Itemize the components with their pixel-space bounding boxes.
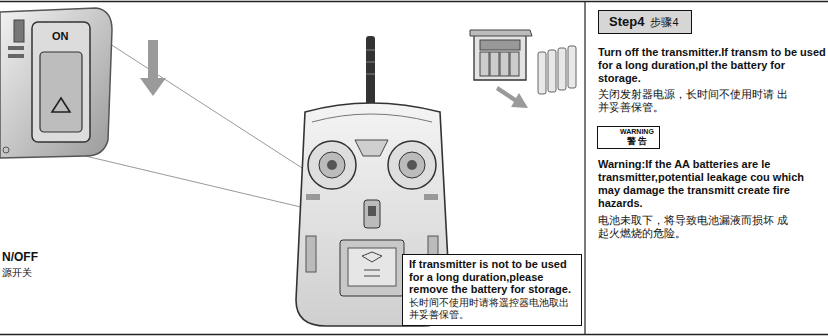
step-header: Step4 步骤4 xyxy=(598,10,692,34)
frame-line xyxy=(0,1,828,3)
node-text: If transmitter is not to be used for a l… xyxy=(409,258,575,296)
step-text-cn: 关闭发射器电源，长时间不使用时请 出并妥善保管。 xyxy=(598,88,798,114)
switch-closeup xyxy=(0,8,112,158)
warning-text: Warning:If the AA batteries are le trans… xyxy=(598,158,826,210)
aa-batteries xyxy=(538,46,576,94)
battery-compartment xyxy=(470,30,532,80)
switch-caption: N/OFF xyxy=(2,250,38,264)
direction-arrow xyxy=(496,86,528,108)
switch-caption: 源开关 xyxy=(2,266,32,280)
divider-line xyxy=(584,2,585,334)
node-text: WARNING xyxy=(620,128,654,136)
warning-text-cn: 电池未取下，将导致电池漏液而损坏 成起火燃烧的危险。 xyxy=(598,214,798,240)
step-text: Turn off the transmitter.If transm to be… xyxy=(598,46,826,85)
switch-label: ON xyxy=(52,30,69,42)
warning-header: WARNING警 告 xyxy=(597,126,660,149)
node-text: 警 告 xyxy=(620,136,654,147)
note-box: If transmitter is not to be used for a l… xyxy=(402,254,582,326)
frame-line xyxy=(0,334,828,336)
direction-arrow xyxy=(140,40,166,96)
node-text: Step4 xyxy=(609,14,644,30)
node-text: 长时间不使用时请将遥控器电池取出并妥善保管。 xyxy=(409,297,575,321)
node-text: 步骤4 xyxy=(650,14,678,30)
